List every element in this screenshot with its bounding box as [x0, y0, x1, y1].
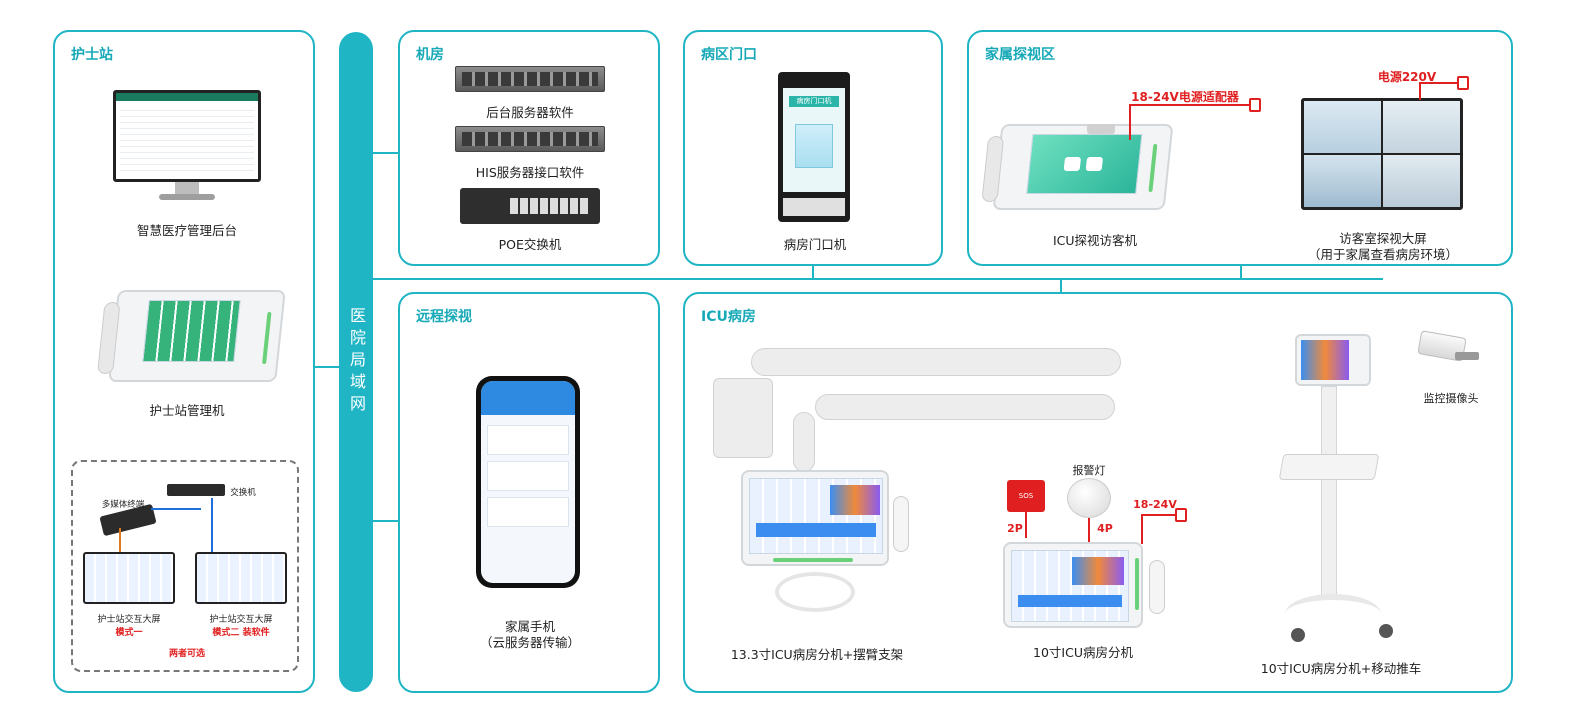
manager-caption: 护士站管理机 [149, 403, 225, 418]
alarm-light [1067, 478, 1111, 518]
cart-wheel [1379, 624, 1393, 638]
cap-10: 10寸ICU病房分机 [1033, 645, 1133, 660]
icu-visitor-device [981, 124, 1174, 210]
adapter-wire-v [1129, 104, 1131, 140]
poe-switch [460, 188, 600, 224]
power-wire [1141, 514, 1177, 516]
door-unit-screen-label: 病房门口机 [789, 96, 839, 107]
camera-label: 监控摄像头 [1423, 392, 1479, 405]
arm-ring [775, 572, 855, 612]
cart-pole [1321, 386, 1337, 596]
panel-family-area: 家属探视区 18-24V电源适配器 ICU探视访客机 电源220V 访客室探视大… [967, 30, 1513, 266]
panel-ward-door: 病区门口 病房门口机 病房门口机 [683, 30, 943, 266]
backend-caption: 智慧医疗管理后台 [136, 223, 238, 238]
cart-wheel [1291, 628, 1305, 642]
cart-basket [1278, 454, 1380, 480]
door-caption: 病房门口机 [783, 237, 847, 252]
swing-arm-upper [751, 348, 1121, 376]
backend-monitor [113, 90, 261, 182]
icu-plug-icon [1175, 508, 1187, 522]
connector-middle-bus [373, 278, 1383, 280]
lan-label: 医院局域网 [347, 307, 366, 417]
panel-title: 远程探视 [416, 309, 472, 325]
remote-caption-1: 家属手机 [504, 619, 556, 634]
panel-title: 护士站 [71, 47, 113, 63]
power-label: 电源220V [1377, 70, 1437, 84]
connector-icu-drop [1060, 278, 1062, 293]
monitor-base [159, 194, 215, 200]
power-wire-v [1419, 82, 1421, 100]
v-label: 18-24V [1133, 498, 1177, 511]
switch-label: 交换机 [230, 488, 256, 498]
cap-cart: 10寸ICU病房分机+移动推车 [1260, 661, 1422, 676]
choice-note: 两者可选 [168, 649, 206, 659]
panel-title: 机房 [416, 47, 444, 63]
screen2-caption: 护士站交互大屏 [209, 615, 273, 625]
power-wire-h [1419, 82, 1459, 84]
connector-remote [373, 520, 399, 522]
server-rack-2 [455, 126, 605, 152]
multimedia-label: 多媒体终端 [101, 500, 145, 510]
cap-arm: 13.3寸ICU病房分机+摆臂支架 [730, 647, 904, 662]
icu-terminal-13-3 [741, 470, 889, 566]
icu-terminal-10 [1003, 542, 1143, 628]
plug-icon [1249, 98, 1261, 112]
cart-base [1285, 594, 1381, 634]
monitor-stand [175, 182, 199, 196]
panel-machine-room: 机房 后台服务器软件 HIS服务器接口软件 POE交换机 [398, 30, 660, 266]
handle-controller [893, 496, 909, 552]
swing-arm-joint [793, 412, 815, 472]
server-caption: 后台服务器软件 [486, 105, 574, 120]
connector-door-drop [812, 266, 814, 279]
swing-arm-lower [815, 394, 1115, 420]
connector-family-drop [1240, 266, 1242, 279]
panel-icu-ward: ICU病房 13.3寸ICU病房分机+摆臂支架 SOS 报警灯 2P 4P 18… [683, 292, 1513, 693]
family-phone [476, 376, 580, 588]
power-plug-icon [1457, 76, 1469, 90]
alarm-label: 报警灯 [1072, 464, 1106, 477]
switch-device [167, 484, 225, 496]
options-box: 多媒体终端 交换机 护士站交互大屏 模式一 护士站交互大屏 模式二 装软件 两者… [71, 460, 299, 672]
camera-mount [1455, 352, 1479, 360]
icu-visitor-caption: ICU探视访客机 [1052, 233, 1138, 248]
connector-top-branch [373, 152, 399, 154]
adapter-label: 18-24V电源适配器 [1131, 90, 1239, 104]
his-caption: HIS服务器接口软件 [475, 165, 585, 180]
interactive-screen-1 [83, 552, 175, 604]
big-screen-caption-2: （用于家属查看病房环境） [1307, 247, 1459, 262]
camera-on-visitor [1087, 124, 1115, 134]
connector-nurse [315, 366, 341, 368]
label-2p: 2P [1007, 522, 1023, 535]
panel-remote-visit: 远程探视 家属手机 （云服务器传输） [398, 292, 660, 693]
label-4p: 4P [1097, 522, 1113, 535]
panel-title: 病区门口 [701, 47, 757, 63]
adapter-wire-h [1129, 104, 1249, 106]
screen2-mode: 模式二 装软件 [212, 628, 270, 638]
sos-label: SOS [1018, 492, 1034, 500]
handset-icon [97, 302, 121, 374]
screen1-caption: 护士站交互大屏 [97, 615, 161, 625]
big-screen-caption-1: 访客室探视大屏 [1339, 231, 1427, 246]
server-rack-1 [455, 66, 605, 92]
panel-title: 家属探视区 [985, 47, 1055, 63]
sos-button: SOS [1007, 480, 1045, 512]
screen1-mode: 模式一 [115, 628, 143, 638]
lan-bus: 医院局域网 [339, 32, 373, 692]
poe-caption: POE交换机 [498, 237, 562, 252]
interactive-screen-2 [195, 552, 287, 604]
visitor-big-screen [1301, 98, 1463, 210]
panel-nurse-station: 护士站 智慧医疗管理后台 护士站管理机 多媒体终端 交换机 护士站交互大屏 模式… [53, 30, 315, 693]
panel-title: ICU病房 [701, 309, 756, 325]
handle-controller-10 [1149, 560, 1165, 614]
cart-terminal [1295, 334, 1371, 386]
swing-arm-mount [713, 378, 773, 458]
handset-icon [981, 136, 1005, 202]
remote-caption-2: （云服务器传输） [479, 635, 581, 650]
door-unit-device: 病房门口机 [778, 72, 850, 222]
nurse-manager-device [97, 290, 286, 382]
